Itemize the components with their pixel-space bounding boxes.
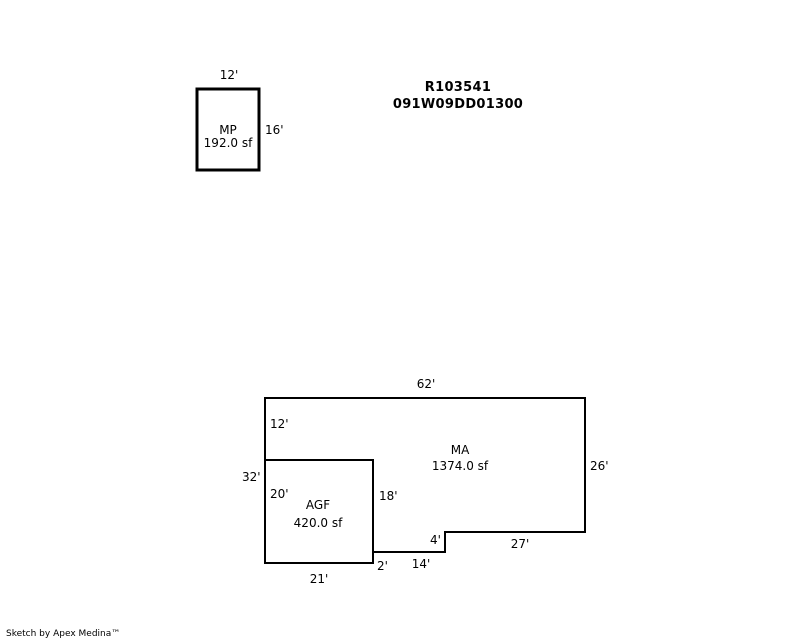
ma-step-bottom-dimension: 27': [511, 537, 530, 551]
ma-right-dimension: 26': [590, 459, 609, 473]
ma-area-label: 1374.0 sf: [432, 459, 489, 473]
mp-area-label: 192.0 sf: [204, 136, 253, 150]
parcel-account-number: R103541: [425, 80, 491, 95]
ma-name-label: MA: [451, 443, 470, 457]
mp-outline: [195, 87, 261, 172]
agf-bottom-dimension: 21': [310, 572, 329, 586]
ma-bottom-mid-dimension: 14': [412, 557, 431, 571]
agf-area-label: 420.0 sf: [294, 516, 343, 530]
ma-outline: [264, 397, 586, 564]
mp-width-dimension: 12': [220, 68, 239, 82]
agf-outline: [265, 459, 374, 552]
ma-left-upper-dimension: 12': [270, 417, 289, 431]
ma-bottom-short-dimension: 2': [377, 559, 388, 573]
parcel-map-number: 091W09DD01300: [393, 97, 523, 112]
mp-name-label: MP: [219, 123, 237, 137]
ma-top-dimension: 62': [417, 377, 436, 391]
ma-step-vertical-dimension: 4': [430, 533, 441, 547]
agf-left-dimension: 20': [270, 487, 289, 501]
mp-depth-dimension: 16': [265, 123, 284, 137]
agf-name-label: AGF: [306, 498, 330, 512]
agf-right-dimension: 18': [379, 489, 398, 503]
ma-left-dimension: 32': [242, 470, 261, 484]
sketch-credit: Sketch by Apex Medina™: [6, 629, 120, 639]
